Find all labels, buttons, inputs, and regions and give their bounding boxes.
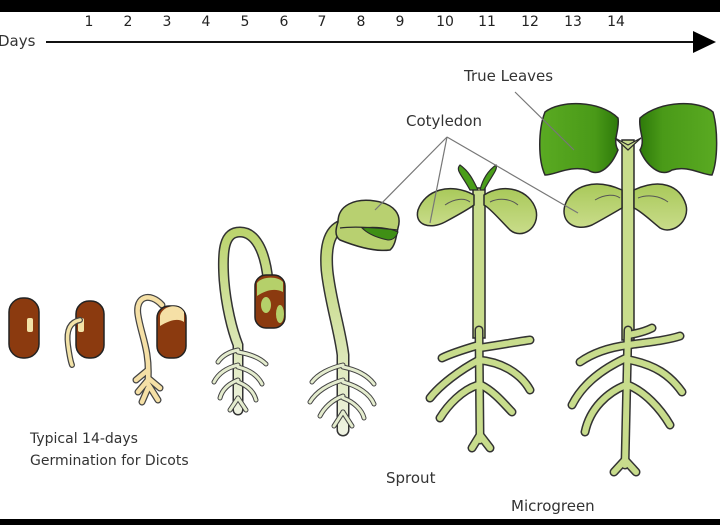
day-tick: 11 xyxy=(478,14,496,30)
day-tick: 8 xyxy=(356,14,366,30)
cotyledon-label: Cotyledon xyxy=(406,112,483,130)
bottom-border xyxy=(0,519,720,525)
day-tick: 1 xyxy=(84,14,94,30)
stage-arch xyxy=(211,226,286,416)
stage-hook xyxy=(132,293,187,406)
cotyledon-leader-2 xyxy=(429,136,448,224)
days-axis-label: Days xyxy=(0,32,36,50)
microgreen-label: Microgreen xyxy=(511,497,595,515)
day-tick: 13 xyxy=(564,14,582,30)
day-tick: 12 xyxy=(521,14,539,30)
day-tick: 9 xyxy=(395,14,405,30)
top-border xyxy=(0,0,720,12)
stage-seed xyxy=(8,297,40,359)
sprout-label: Sprout xyxy=(386,469,436,487)
day-tick: 2 xyxy=(123,14,133,30)
day-tick: 10 xyxy=(436,14,454,30)
day-tick: 6 xyxy=(279,14,289,30)
day-tick: 14 xyxy=(607,14,625,30)
timeline-arrowhead xyxy=(693,31,716,53)
stage-radicle xyxy=(64,300,105,368)
leader-lines xyxy=(374,91,579,224)
day-tick: 7 xyxy=(317,14,327,30)
true-leaves-label: True Leaves xyxy=(464,67,554,85)
day-tick: 5 xyxy=(240,14,250,30)
cotyledon-leader-1 xyxy=(374,136,448,211)
stage-microgreen xyxy=(539,102,718,477)
cotyledon-leader-3 xyxy=(446,136,579,214)
stage-cotyledons-emerging xyxy=(307,199,400,437)
true-leaves-leader xyxy=(514,91,575,151)
stage-sprout xyxy=(416,164,538,453)
caption-line-2: Germination for Dicots xyxy=(30,453,189,469)
day-tick: 4 xyxy=(201,14,211,30)
day-tick: 3 xyxy=(162,14,172,30)
caption-line-1: Typical 14-days xyxy=(30,431,138,447)
